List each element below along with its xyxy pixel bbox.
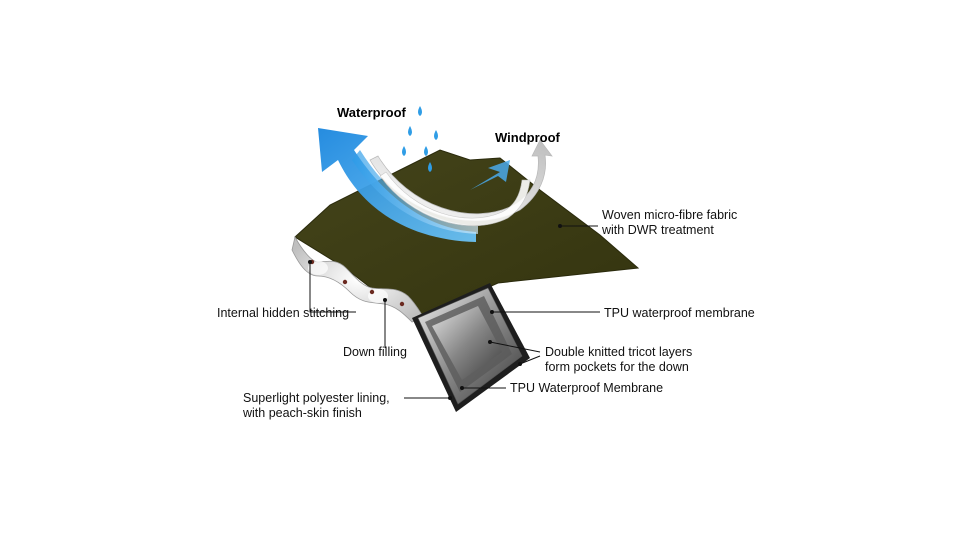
windproof-heading: Windproof xyxy=(495,130,561,145)
label-stitching: Internal hidden stitching xyxy=(217,306,349,320)
water-drops xyxy=(402,106,438,172)
label-tpu-top: TPU waterproof membrane xyxy=(604,306,755,320)
label-lining-line2: with peach-skin finish xyxy=(242,406,362,420)
waterproof-heading: Waterproof xyxy=(337,105,407,120)
down-filling-section xyxy=(291,235,425,323)
label-lining-line1: Superlight polyester lining, xyxy=(243,391,390,405)
label-tpu-bottom: TPU Waterproof Membrane xyxy=(510,381,663,395)
membrane-layers xyxy=(412,283,530,412)
leader-tricot-b xyxy=(519,355,541,365)
windproof-arrows xyxy=(369,139,553,226)
leader-tricot-a xyxy=(489,341,541,353)
label-woven-line2: with DWR treatment xyxy=(601,223,714,237)
leader-stitching xyxy=(309,262,356,313)
label-tricot-line2: form pockets for the down xyxy=(545,360,689,374)
label-woven-line1: Woven micro-fibre fabric xyxy=(602,208,737,222)
label-tricot-line1: Double knitted tricot layers xyxy=(545,345,692,359)
label-down: Down filling xyxy=(343,345,407,359)
